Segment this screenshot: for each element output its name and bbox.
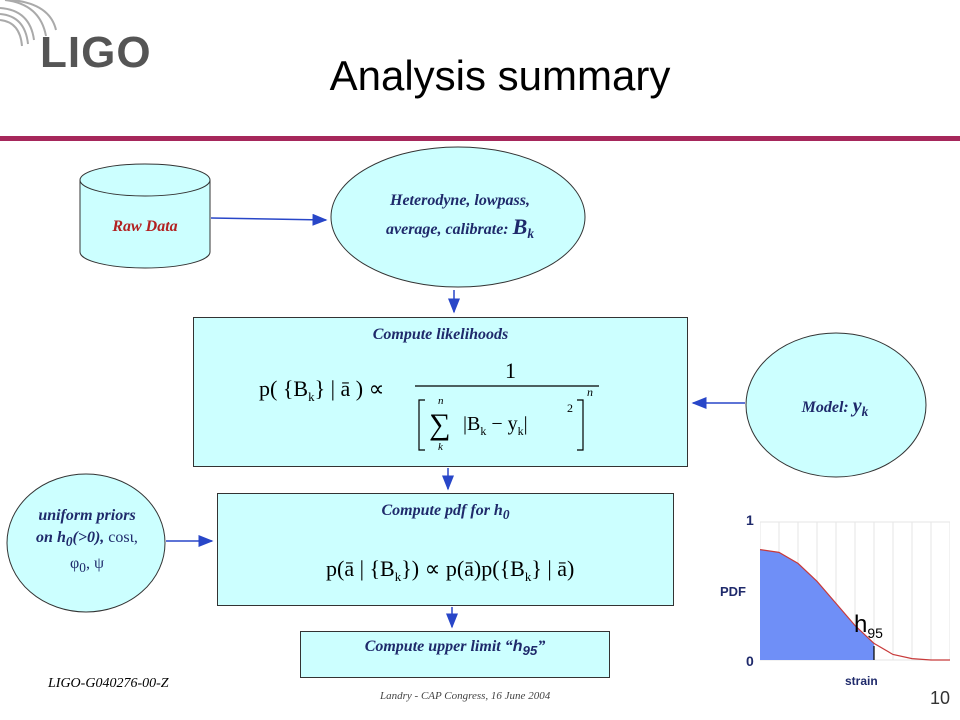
priors-ellipse — [6, 473, 166, 613]
likelihood-lhs: p( {Bk} | ā ) ∝ — [259, 376, 384, 404]
likelihood-inner: |Bk − yk| — [463, 413, 528, 438]
likelihood-box — [193, 317, 688, 467]
model-prefix: Model: — [801, 399, 849, 416]
upper-limit-title: Compute upper limit “h95” — [364, 638, 546, 659]
model-symbol: y — [852, 395, 862, 417]
raw-data-label: Raw Data — [112, 218, 178, 235]
title-divider — [0, 136, 960, 141]
model-ellipse — [745, 332, 927, 478]
chart-h95-annotation: h95 — [854, 611, 883, 641]
likelihood-left-bracket — [418, 399, 425, 451]
likelihood-right-bracket — [577, 399, 584, 451]
heterodyne-line1: Heterodyne, lowpass, — [390, 192, 530, 209]
page-number: 10 — [930, 688, 951, 708]
heterodyne-line2: average, calibrate: Bk — [340, 214, 580, 247]
heterodyne-line2-text: average, calibrate: — [386, 221, 509, 238]
likelihood-formula: p( {Bk} | ā ) ∝ 1 ∑ n k |Bk − yk| 2 n — [259, 358, 599, 453]
svg-text:p(ā | {Bk}) ∝ p(ā)p({Bk} | ā): p(ā | {Bk}) ∝ p(ā)p({Bk} | ā) — [326, 556, 574, 584]
priors-line2: on h0(>0), cosι, — [36, 529, 138, 550]
likelihood-inner-power: 2 — [567, 401, 573, 415]
document-id: LIGO-G040276-00-Z — [48, 676, 169, 691]
chart-ytick-1: 1 — [746, 512, 754, 528]
likelihood-title: Compute likelihoods — [372, 326, 509, 343]
chart-shaded-area — [760, 549, 874, 660]
pdf-chart — [760, 521, 950, 661]
ligo-logo-text: LIGO — [40, 28, 152, 77]
chart-ytick-0: 0 — [746, 653, 754, 669]
likelihood-numerator: 1 — [505, 358, 516, 383]
likelihood-sum-top: n — [438, 395, 444, 407]
chart-y-axis-label: PDF — [720, 584, 746, 599]
heterodyne-label: Heterodyne, lowpass, average, calibrate:… — [340, 188, 580, 247]
arrow-raw-to-heterodyne — [210, 213, 328, 226]
model-label: Model: yk — [760, 395, 910, 420]
pdf-formula: p(ā | {Bk}) ∝ p(ā)p({Bk} | ā) — [326, 556, 574, 584]
slide-title: Analysis summary — [329, 52, 671, 99]
ligo-logo-swirl-icon — [0, 0, 57, 47]
raw-data-cylinder — [79, 163, 211, 269]
priors-line3: φ0, ψ — [70, 555, 104, 576]
likelihood-outer-power: n — [587, 385, 593, 399]
chart-pdf-curve — [760, 549, 950, 661]
likelihood-sum-bottom: k — [438, 441, 444, 453]
footer-credit: Landry - CAP Congress, 16 June 2004 — [380, 690, 551, 702]
chart-x-axis-label: strain — [845, 674, 878, 688]
pdf-box — [217, 493, 674, 606]
model-subscript: k — [861, 404, 869, 420]
heterodyne-subscript: k — [527, 226, 534, 242]
priors-label: uniform priors on h0(>0), cosι, φ0, ψ — [12, 505, 162, 579]
heterodyne-ellipse — [330, 146, 586, 288]
pdf-title: Compute pdf for h0 — [381, 502, 510, 523]
heterodyne-symbol: B — [512, 214, 528, 239]
upper-limit-box — [300, 631, 610, 678]
priors-line1: uniform priors — [38, 507, 136, 524]
likelihood-sum-symbol: ∑ — [429, 408, 450, 441]
